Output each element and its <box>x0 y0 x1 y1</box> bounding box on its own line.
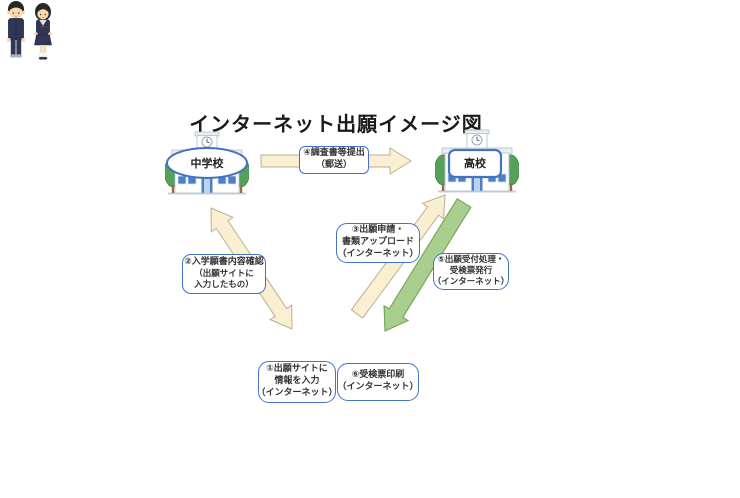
step3-line3: （インターネット） <box>337 248 419 259</box>
step5-line2: 受検票発行 <box>449 265 493 276</box>
step3-line1: ③出願申請・ <box>351 225 405 236</box>
step1-line3: （インターネット） <box>256 387 338 398</box>
callout-step4-mail: ④調査書等提出 （郵送） <box>299 146 369 174</box>
callout-step3-upload: ③出願申請・ 書類アップロード （インターネット） <box>336 223 420 263</box>
middle-school-building-icon: 中学校 <box>165 131 249 195</box>
step6-line1: ⑥受検票印刷 <box>351 370 405 381</box>
step2-line1: ②入学願書内容確認 <box>184 257 264 268</box>
window-icon <box>227 175 237 185</box>
middle-school-label-oval <box>166 147 248 179</box>
ground-line <box>168 192 246 195</box>
callout-step1-input: ①出願サイトに 情報を入力 （インターネット） <box>256 361 338 403</box>
step3-line2: 書類アップロード <box>341 237 414 248</box>
window-icon <box>497 173 507 183</box>
arrow-issue-step5-icon <box>383 197 472 332</box>
diagram-title: インターネット出願イメージ図 <box>189 112 483 136</box>
high-school-label-box <box>447 148 503 179</box>
step5-line1: ⑤出願受付処理・ <box>437 254 505 265</box>
student-girl-icon <box>34 3 52 60</box>
step2-line3: 入力したもの） <box>194 279 254 290</box>
step4-line1: ④調査書等提出 <box>303 148 365 159</box>
high-school-building-icon: 高校 <box>435 129 519 193</box>
step1-line1: ①出願サイトに <box>266 364 328 375</box>
step2-line2: （出願サイトに <box>194 268 254 279</box>
callout-step5-issue: ⑤出願受付処理・ 受検票発行 （インターネット） <box>433 253 509 290</box>
callout-step2-confirm: ②入学願書内容確認 （出願サイトに 入力したもの） <box>182 254 266 294</box>
callout-step6-print: ⑥受検票印刷 （インターネット） <box>337 363 419 401</box>
high-school-label: 高校 <box>464 156 487 170</box>
window-icon <box>177 175 187 185</box>
step5-line3: （インターネット） <box>432 277 510 288</box>
student-boy-icon <box>6 1 26 58</box>
step4-line2: （郵送） <box>315 160 352 170</box>
middle-school-label: 中学校 <box>191 156 225 170</box>
step6-line2: （インターネット） <box>337 382 419 392</box>
ground-line <box>438 190 516 193</box>
students-icon <box>6 1 52 60</box>
step1-line2: 情報を入力 <box>274 376 320 387</box>
